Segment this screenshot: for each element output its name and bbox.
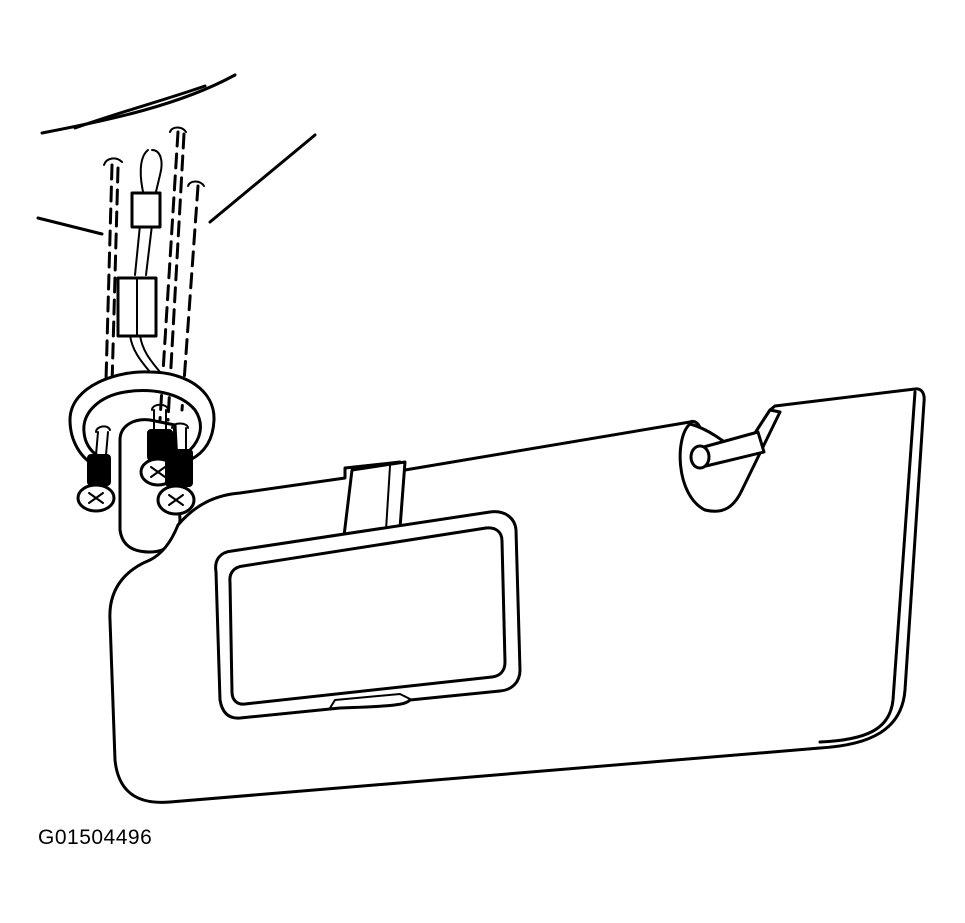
leader-lines [36,133,317,236]
mounting-screws [76,403,196,516]
vanity-mirror [214,510,522,720]
electrical-connector [116,191,162,338]
screw-left [76,425,116,513]
wiring-harness [103,126,205,422]
figure-code: G01504496 [38,826,153,849]
retainer-rod [689,430,766,470]
screw-right [156,422,196,516]
trim-bezel [68,370,216,468]
headliner [40,73,237,135]
